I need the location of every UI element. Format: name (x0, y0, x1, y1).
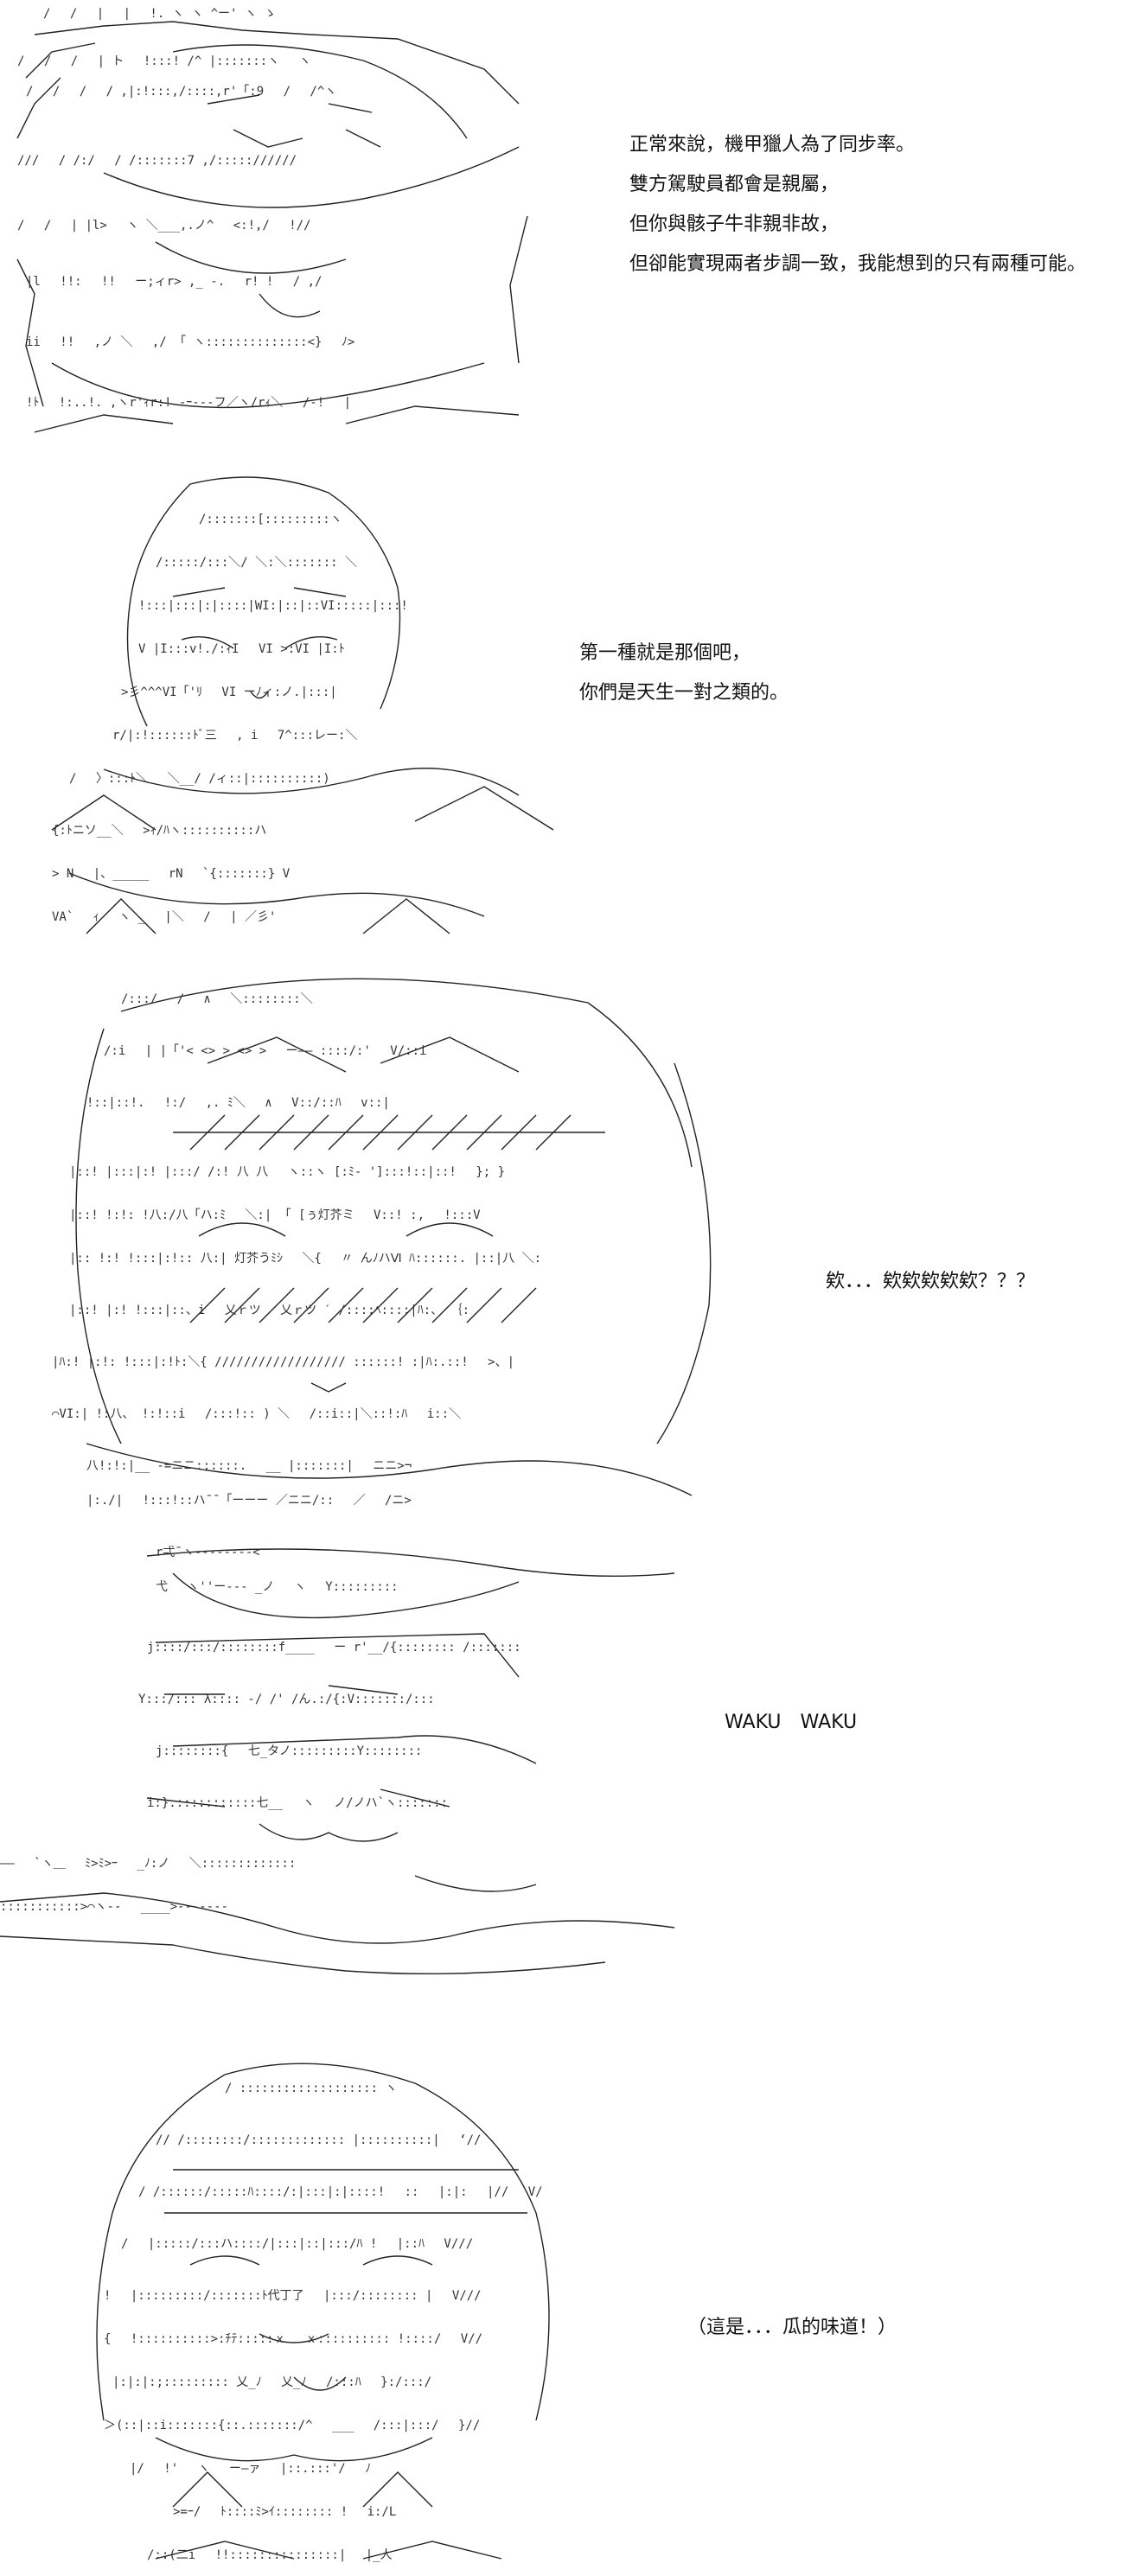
dialogue-line: WAKU WAKU (725, 1712, 858, 1733)
svg-text:/ / / | ト !:::! /^ |::::::: / / / | ト !:::! /^ |:::::::ヽ ヽ (17, 54, 311, 68)
svg-text:|::! |:! !:::|::、i 乂ｒツ 乂ｒツ ′: |::! |:! !:::|::、i 乂ｒツ 乂ｒツ ′ /::::ﾍ::::|… (69, 1304, 469, 1317)
svg-text:r弌¯ヽ‐‐‐‐‐‐‐‐<: r弌¯ヽ‐‐‐‐‐‐‐‐< (156, 1546, 260, 1559)
svg-text:r/|:!::::::ﾄﾞ三 , i 7^:::レー:＼: r/|:!::::::ﾄﾞ三 , i 7^:::レー:＼ (112, 729, 357, 743)
svg-text:>=ｰ/ ﾄ::::ﾐ>ｲ:::::::: ! i:/L: >=ｰ/ ﾄ::::ﾐ>ｲ:::::::: ! i:/L (173, 2505, 396, 2519)
svg-text:/:i | |「'< <> > <> > ー―― :::: /:i | |「'< <> > <> > ー―― ::::/:' V/::i (104, 1044, 426, 1058)
svg-text:|:./| !:::!::ハ¯¯「ーーー ／ニニ/::: |:./| !:::!::ハ¯¯「ーーー ／ニニ/:: ／ /ニ> (86, 1494, 412, 1508)
svg-text:>彡^^^VI「'ﾘ VI ーﾉィ:ノ.|:::|: >彡^^^VI「'ﾘ VI ーﾉィ:ノ.|:::| (121, 685, 337, 699)
dialogue-block: 正常來說，機甲獵人為了同步率。 雙方駕駛員都會是親屬， 但你與骸子牛非親非故， … (629, 125, 1086, 284)
svg-text:/ / / / ,|:!:::,/::::,r'「:9: / / / / ,|:!:::,/::::,r'「:9 / /^ヽ (26, 85, 336, 99)
svg-text:{ !::::::::::>:ﾁﾃ:::::ｘ ｘ:::: { !::::::::::>:ﾁﾃ:::::ｘ ｘ:::::::::: !:::… (104, 2332, 482, 2346)
svg-text:i:}.:::::::::::七__ ヽ ノ/ノハ`ヽ:: i:}.:::::::::::七__ ヽ ノ/ノハ`ヽ::::::: (147, 1796, 448, 1810)
svg-text:|:: !:! !:::|:!:: 八:| 灯芥うﾐｼ ＼: |:: !:! !:::|:!:: 八:| 灯芥うﾐｼ ＼{ 〃 んﾉハⅥ ﾊ:… (69, 1252, 541, 1266)
svg-text:八!:!:|__ -=ニニ::::::. __ |::::: 八!:!:|__ -=ニニ::::::. __ |:::::::| ニニ>¬ (86, 1459, 412, 1473)
dialogue-block: WAKU WAKU (725, 1703, 857, 1743)
svg-text:|::! !:!: !八:/八「ハ:ﾐ ＼:| 「 [ぅ灯: |::! !:!: !八:/八「ハ:ﾐ ＼:| 「 [ぅ灯芥ミ V::! :, … (69, 1208, 481, 1222)
panel-2: /:::::::[:::::::::ヽ /:::::/:::＼/ ＼:＼::::… (0, 467, 1124, 960)
svg-text:弋 ヽ''ー--- _ノ ヽ Y:::::::::: 弋 ヽ''ー--- _ノ ヽ Y::::::::: (156, 1580, 399, 1594)
svg-text:/:::::::[:::::::::ヽ: /:::::::[:::::::::ヽ (199, 513, 342, 526)
panel-4: r弌¯ヽ‐‐‐‐‐‐‐‐< 弋 ヽ''ー--- _ノ ヽ Y::::::::: … (0, 1521, 1124, 2040)
dialogue-line: 第一種就是那個吧， (579, 642, 751, 664)
svg-text:/// / /:/ / /:::::::7 ,/::::: /// / /:/ / /:::::::7 ,/:::::////// (17, 154, 297, 168)
svg-text:! |:::::::::/:::::::ﾄ代丁了 |::: ! |:::::::::/:::::::ﾄ代丁了 |:::/:::::::: |… (104, 2289, 482, 2303)
panel-1: / / | | !. ヽ ヽ ^ー' ヽ ゝ / / / | ト !:::! /… (0, 0, 1124, 467)
svg-text:/ /::::::/:::::ﾊ::::/:|:::|:|:: / /::::::/:::::ﾊ::::/:|:::|:|::::! :: |:… (138, 2185, 543, 2199)
svg-text:|/ !' ヽ ー―ァ |::.:::'/ ﾉ: |/ !' ヽ ー―ァ |::.:::'/ ﾉ (130, 2462, 371, 2476)
svg-text:⌒VI:| !:八、 !:!::i /:::!:: ) ＼: ⌒VI:| !:八、 !:!::i /:::!:: ) ＼ /::i::|＼::… (52, 1407, 461, 1421)
svg-text:/ / | | !. ヽ ヽ ^ー' ヽ ゝ: / / | | !. ヽ ヽ ^ー' ヽ ゝ (43, 7, 276, 21)
svg-text:/ 〉:::ﾄ＼ ＼__/ /ィ::|:::::::::: / 〉:::ﾄ＼ ＼__/ /ィ::|::::::::::) (69, 772, 330, 786)
svg-text:V |I:::v!./:ｨI VI >:VI |I:ﾄ: V |I:::v!./:ｨI VI >:VI |I:ﾄ (138, 642, 345, 656)
svg-text:j::::::::{ 七_タノ:::::::::Y::::: j::::::::{ 七_タノ:::::::::Y:::::::: (156, 1744, 422, 1758)
svg-text:|::! |:::|:! |:::/ /:! 八 八 ヽ:: |::! |:::|:! |:::/ /:! 八 八 ヽ::ヽ [:ﾐ‐ ']:… (69, 1165, 505, 1179)
svg-text:ii !! ,ノ ＼ ,/ 「 ヽ::::::::::: ii !! ,ノ ＼ ,/ 「 ヽ::::::::::::::<} ﾉ> (26, 335, 354, 349)
svg-text:!ﾄ !:..!. ,ヽr'ｨr:! ‐ｰ---フ／ヽ/r: !ﾄ !:..!. ,ヽr'ｨr:! ‐ｰ---フ／ヽ/rｨ＼ /-! | (26, 396, 351, 410)
svg-text:Y:::/::: λ:::: ‐/ /' /ん.:/{:V:: Y:::/::: λ:::: ‐/ /' /ん.:/{:V:::::::/::: (138, 1693, 435, 1706)
svg-text:―― `ヽ＿ ﾐ>ﾐ>ｰ _ﾉ:ノ ＼:::::::: ―― `ヽ＿ ﾐ>ﾐ>ｰ _ﾉ:ノ ＼::::::::::::: (0, 1857, 296, 1871)
panel-3: /:::/ / ∧ ＼::::::::＼ /:i | |「'< <> > <> … (0, 960, 1124, 1521)
dialogue-line: 雙方駕駛員都會是親屬， (629, 174, 840, 195)
dialogue-line: 你們是天生一對之類的。 (579, 682, 789, 704)
dialogue-block: （這是．．．瓜的味道！） (687, 2308, 897, 2348)
dialogue-block: 欸．．．欸欸欸欸欸？？？ (826, 1262, 1035, 1302)
dialogue-line: 欸．．．欸欸欸欸欸？？？ (826, 1271, 1036, 1292)
panel-5: / ::::::::::::::::::: ヽ // /::::::::/:::… (0, 2040, 1124, 2576)
svg-text:/ ::::::::::::::::::: ヽ: / ::::::::::::::::::: ヽ (225, 2082, 397, 2095)
ascii-art-girl-hood: /:::::::[:::::::::ヽ /:::::/:::＼/ ＼:＼::::… (0, 467, 588, 960)
svg-text:// /::::::::/::::::::::::: |::: // /::::::::/::::::::::::: |::::::::::| … (156, 2133, 481, 2147)
svg-text:> N |、_____ rN `{:::::::} V: > N |、_____ rN `{:::::::} V (52, 867, 291, 881)
svg-text:VA` ｨ ヽ _ |＼ / | ／彡': VA` ｨ ヽ _ |＼ / | ／彡' (52, 910, 276, 924)
dialogue-line: 正常來說，機甲獵人為了同步率。 (629, 134, 916, 156)
ascii-art-girl-lying: r弌¯ヽ‐‐‐‐‐‐‐‐< 弋 ヽ''ー--- _ノ ヽ Y::::::::: … (0, 1521, 709, 2040)
svg-text:!:::|:::|:|::::|WI:|::|::VI:::: !:::|:::|:|::::|WI:|::|::VI:::::|:::! (138, 599, 408, 613)
svg-text:|ﾊ:! |:!: !:::|:!ﾄ:＼{ ////////: |ﾊ:! |:!: !:::|:!ﾄ:＼{ //////////////////… (52, 1355, 514, 1369)
dialogue-block: 第一種就是那個吧， 你們是天生一對之類的。 (579, 634, 789, 713)
svg-text:/:::/ / ∧ ＼::::::::＼: /:::/ / ∧ ＼::::::::＼ (121, 992, 313, 1006)
dialogue-line: 但你與骸子牛非親非故， (629, 214, 840, 235)
svg-text:/::(二i !!:::::::::::::::| |_: /::(二i !!:::::::::::::::| |_人 (147, 2548, 393, 2562)
ascii-art-girl-blushing: /:::/ / ∧ ＼::::::::＼ /:i | |「'< <> > <> … (0, 960, 778, 1521)
svg-text:|:|:|:;::::::::: 乂_ﾉ 乂_ﾉ /::: |:|:|:;::::::::: 乂_ﾉ 乂_ﾉ /:::ﾊ }:/:::/ (112, 2375, 431, 2389)
ascii-art-girl-glasses: / / | | !. ヽ ヽ ^ー' ヽ ゝ / / / | ト !:::! /… (0, 0, 553, 467)
dialogue-line: （這是．．．瓜的味道！） (687, 2317, 897, 2338)
svg-text:/ |:::::/:::ハ::::/|:::|::|:::: / |:::::/:::ハ::::/|:::|::|:::/ﾊ ! |::ﾊ V… (121, 2237, 473, 2251)
svg-text:j::::/:::/::::::::f____ ー r'_: j::::/:::/::::::::f____ ー r'__/{::::::::… (147, 1641, 521, 1655)
svg-text:{:ﾄニソ__＼ >ｨ/ﾊヽ::::::::::ハ: {:ﾄニソ__＼ >ｨ/ﾊヽ::::::::::ハ (52, 824, 266, 838)
ascii-art-girl-eating-melon: / ::::::::::::::::::: ヽ // /::::::::/:::… (0, 2040, 623, 2576)
svg-text::::::::::::>⌒ヽ-‐ ____>-‐‐‐‐‐‐: :::::::::::>⌒ヽ-‐ ____>-‐‐‐‐‐‐ :::::::::{… (0, 1900, 228, 1914)
svg-text:＞(::|::i:::::::{::.:::::::/^: ＞(::|::i:::::::{::.:::::::/^ ___ /:::|::… (104, 2419, 480, 2433)
dialogue-line: 但卻能實現兩者步調一致，我能想到的只有兩種可能。 (629, 253, 1087, 275)
svg-text:!::|::!. !:/ ,. ﾐ＼ ∧ V::/:: !::|::!. !:/ ,. ﾐ＼ ∧ V::/::ﾊ v::| (86, 1096, 390, 1110)
svg-text:/:::::/:::＼/ ＼:＼::::::: ＼: /:::::/:::＼/ ＼:＼::::::: ＼ (156, 556, 357, 570)
svg-text:|l !!: !! ー;ィr> ,_ -. r! !: |l !!: !! ー;ィr> ,_ -. r! ! / ,/ (26, 275, 322, 289)
svg-text:/ / | |l> ヽ ＼___,.ノ^ <:!,/: / / | |l> ヽ ＼___,.ノ^ <:!,/ !// (17, 219, 311, 233)
